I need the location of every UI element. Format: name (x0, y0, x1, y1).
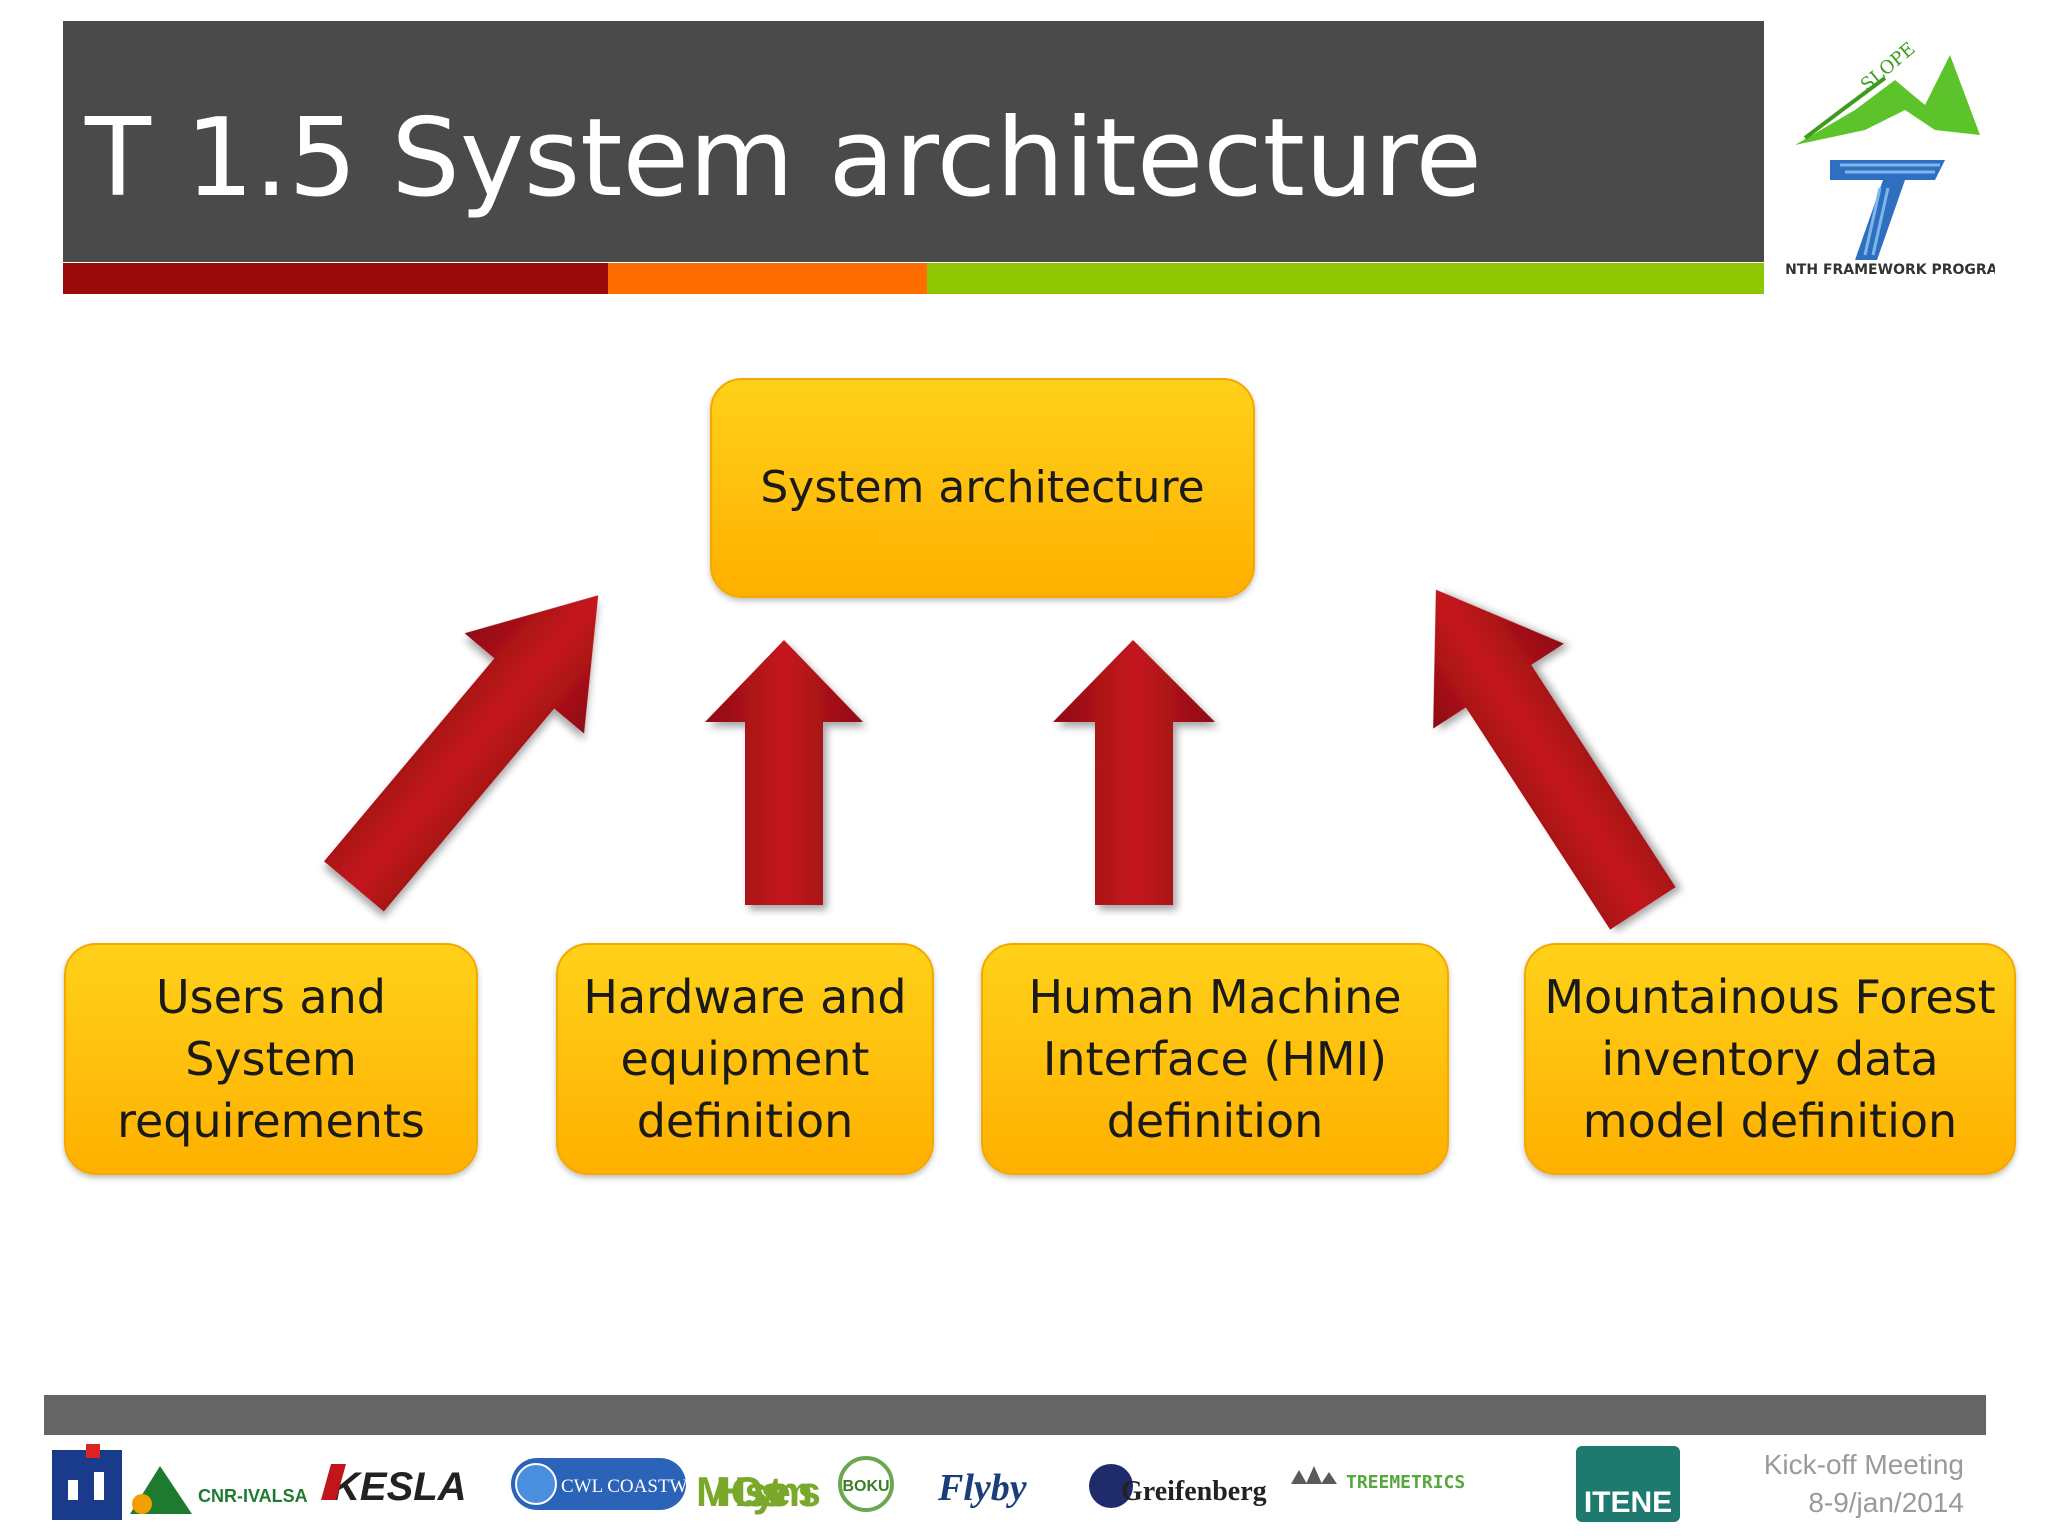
footer-bar (44, 1395, 1986, 1435)
title-stripe-red (63, 263, 608, 294)
boku-logo: BOKU (838, 1456, 894, 1512)
svg-text:CWL COASTWAY: CWL COASTWAY (561, 1476, 711, 1497)
arrow-up-hardware (705, 640, 863, 905)
title-stripe-green (927, 263, 1764, 294)
svg-text:ITENE: ITENE (1584, 1486, 1672, 1519)
svg-text:Flyby: Flyby (937, 1467, 1027, 1509)
svg-text:Greifenberg: Greifenberg (1121, 1476, 1267, 1507)
svg-text:CNR-IVALSA: CNR-IVALSA (198, 1486, 308, 1506)
svg-text:TREEMETRICS: TREEMETRICS (1346, 1472, 1465, 1493)
coastway-logo: CWL COASTWAY (511, 1458, 711, 1510)
footer-line-1: Kick-off Meeting (1763, 1449, 1964, 1480)
svg-text:MHG systems: MHG systems (696, 1468, 821, 1515)
footer-meeting-info: Kick-off Meeting 8-9/jan/2014 (1764, 1446, 1964, 1522)
itene-logo: ITENE (1576, 1446, 1680, 1522)
svg-text:KESLA: KESLA (331, 1465, 467, 1509)
title-bar (63, 21, 1764, 262)
kesla-logo: KESLA (321, 1464, 467, 1509)
slope-fp7-logo: SLOPE SEVENTH FRAMEWORK PROGRAMME (1785, 38, 1995, 278)
fp7-logo-text: SEVENTH FRAMEWORK PROGRAMME (1785, 262, 1995, 278)
arrow-diag-forest (1433, 589, 1676, 930)
system-architecture-box: System architecture (710, 378, 1255, 598)
footer-line-2: 8-9/jan/2014 (1808, 1487, 1964, 1518)
svg-text:BOKU: BOKU (842, 1478, 889, 1495)
cnr-ivalsa-logo: CNR-IVALSA (52, 1444, 308, 1520)
flyby-logo: Flyby (937, 1467, 1027, 1509)
arrow-up-hmi (1053, 640, 1215, 905)
arrow-diag-users (324, 595, 599, 912)
slide-title: T 1.5 System architecture (85, 96, 1482, 221)
greifenberg-logo: Greifenberg (1089, 1464, 1267, 1508)
treemetrics-logo: TREEMETRICS (1291, 1466, 1465, 1493)
partner-logos: CNR-IVALSA KESLA CWL COASTWAY MHG system… (52, 1444, 1680, 1522)
title-stripe-orange (608, 263, 927, 294)
mhg-logo: MHG systems (696, 1468, 821, 1515)
